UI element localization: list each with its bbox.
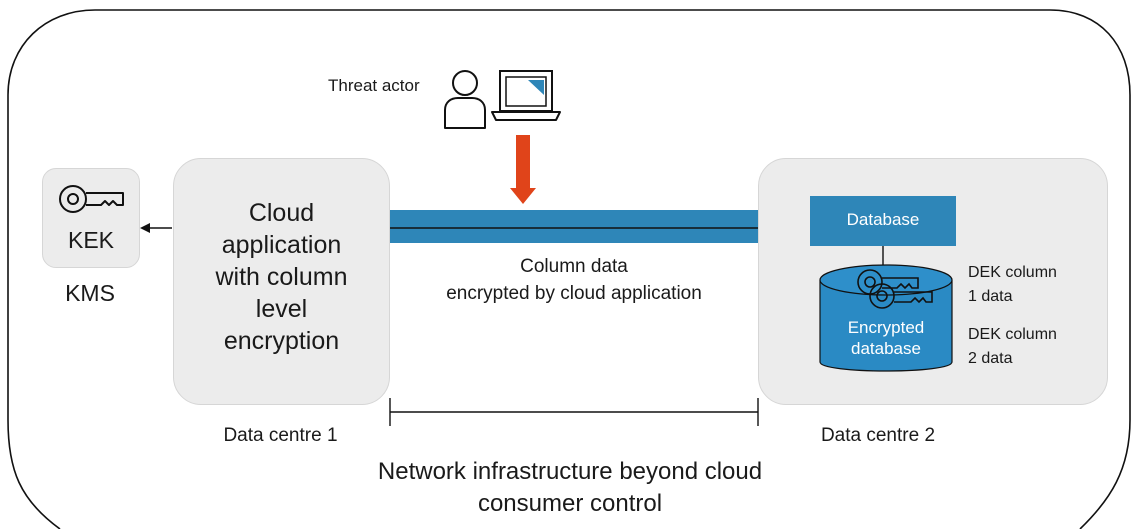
data-centre-2-caption: Data centre 2 bbox=[820, 425, 936, 446]
cloud-app-line-3: with column bbox=[215, 263, 348, 291]
data-centre-1-caption: Data centre 1 bbox=[223, 425, 338, 446]
cloud-app-line-4: level bbox=[255, 295, 308, 323]
kms-arrow-head bbox=[140, 223, 150, 233]
threat-actor-label: Threat actor bbox=[328, 76, 420, 95]
channel-label-line-1: Column data bbox=[520, 256, 628, 277]
data-centre-1-box: Cloud application with column level encr… bbox=[173, 158, 390, 405]
database-label: Database bbox=[846, 210, 920, 229]
network-label-line-2: consumer control bbox=[477, 490, 663, 517]
encrypted-db-line-1: Encrypted bbox=[847, 318, 925, 337]
person-icon bbox=[444, 70, 486, 129]
key-icon bbox=[59, 185, 124, 213]
kek-label: KEK bbox=[67, 227, 115, 253]
keys-icon bbox=[857, 269, 933, 309]
database-box: Database bbox=[810, 196, 956, 246]
attack-arrow-shaft bbox=[516, 135, 530, 190]
network-label-line-1: Network infrastructure beyond cloud bbox=[377, 458, 763, 485]
kms-caption: KMS bbox=[65, 280, 115, 306]
dek-column-1-line-1: DEK column bbox=[968, 264, 1057, 281]
cloud-app-line-2: application bbox=[221, 231, 342, 259]
cloud-app-line-5: encryption bbox=[223, 327, 340, 355]
dek-column-2-line-1: DEK column bbox=[968, 326, 1057, 343]
channel-label-line-2: encrypted by cloud application bbox=[446, 283, 702, 304]
kms-box: KEK bbox=[42, 168, 140, 268]
encrypted-db-line-2: database bbox=[851, 339, 921, 358]
cloud-app-title: Cloud application with column level encr… bbox=[174, 197, 389, 357]
encrypted-channel-bar bbox=[390, 210, 758, 243]
outer-boundary bbox=[7, 9, 1131, 529]
laptop-icon bbox=[491, 70, 561, 121]
attack-arrow-head bbox=[510, 188, 536, 204]
cloud-app-line-1: Cloud bbox=[248, 199, 315, 227]
dek-column-2-line-2: 2 data bbox=[968, 350, 1013, 367]
dek-column-1-line-2: 1 data bbox=[968, 288, 1013, 305]
